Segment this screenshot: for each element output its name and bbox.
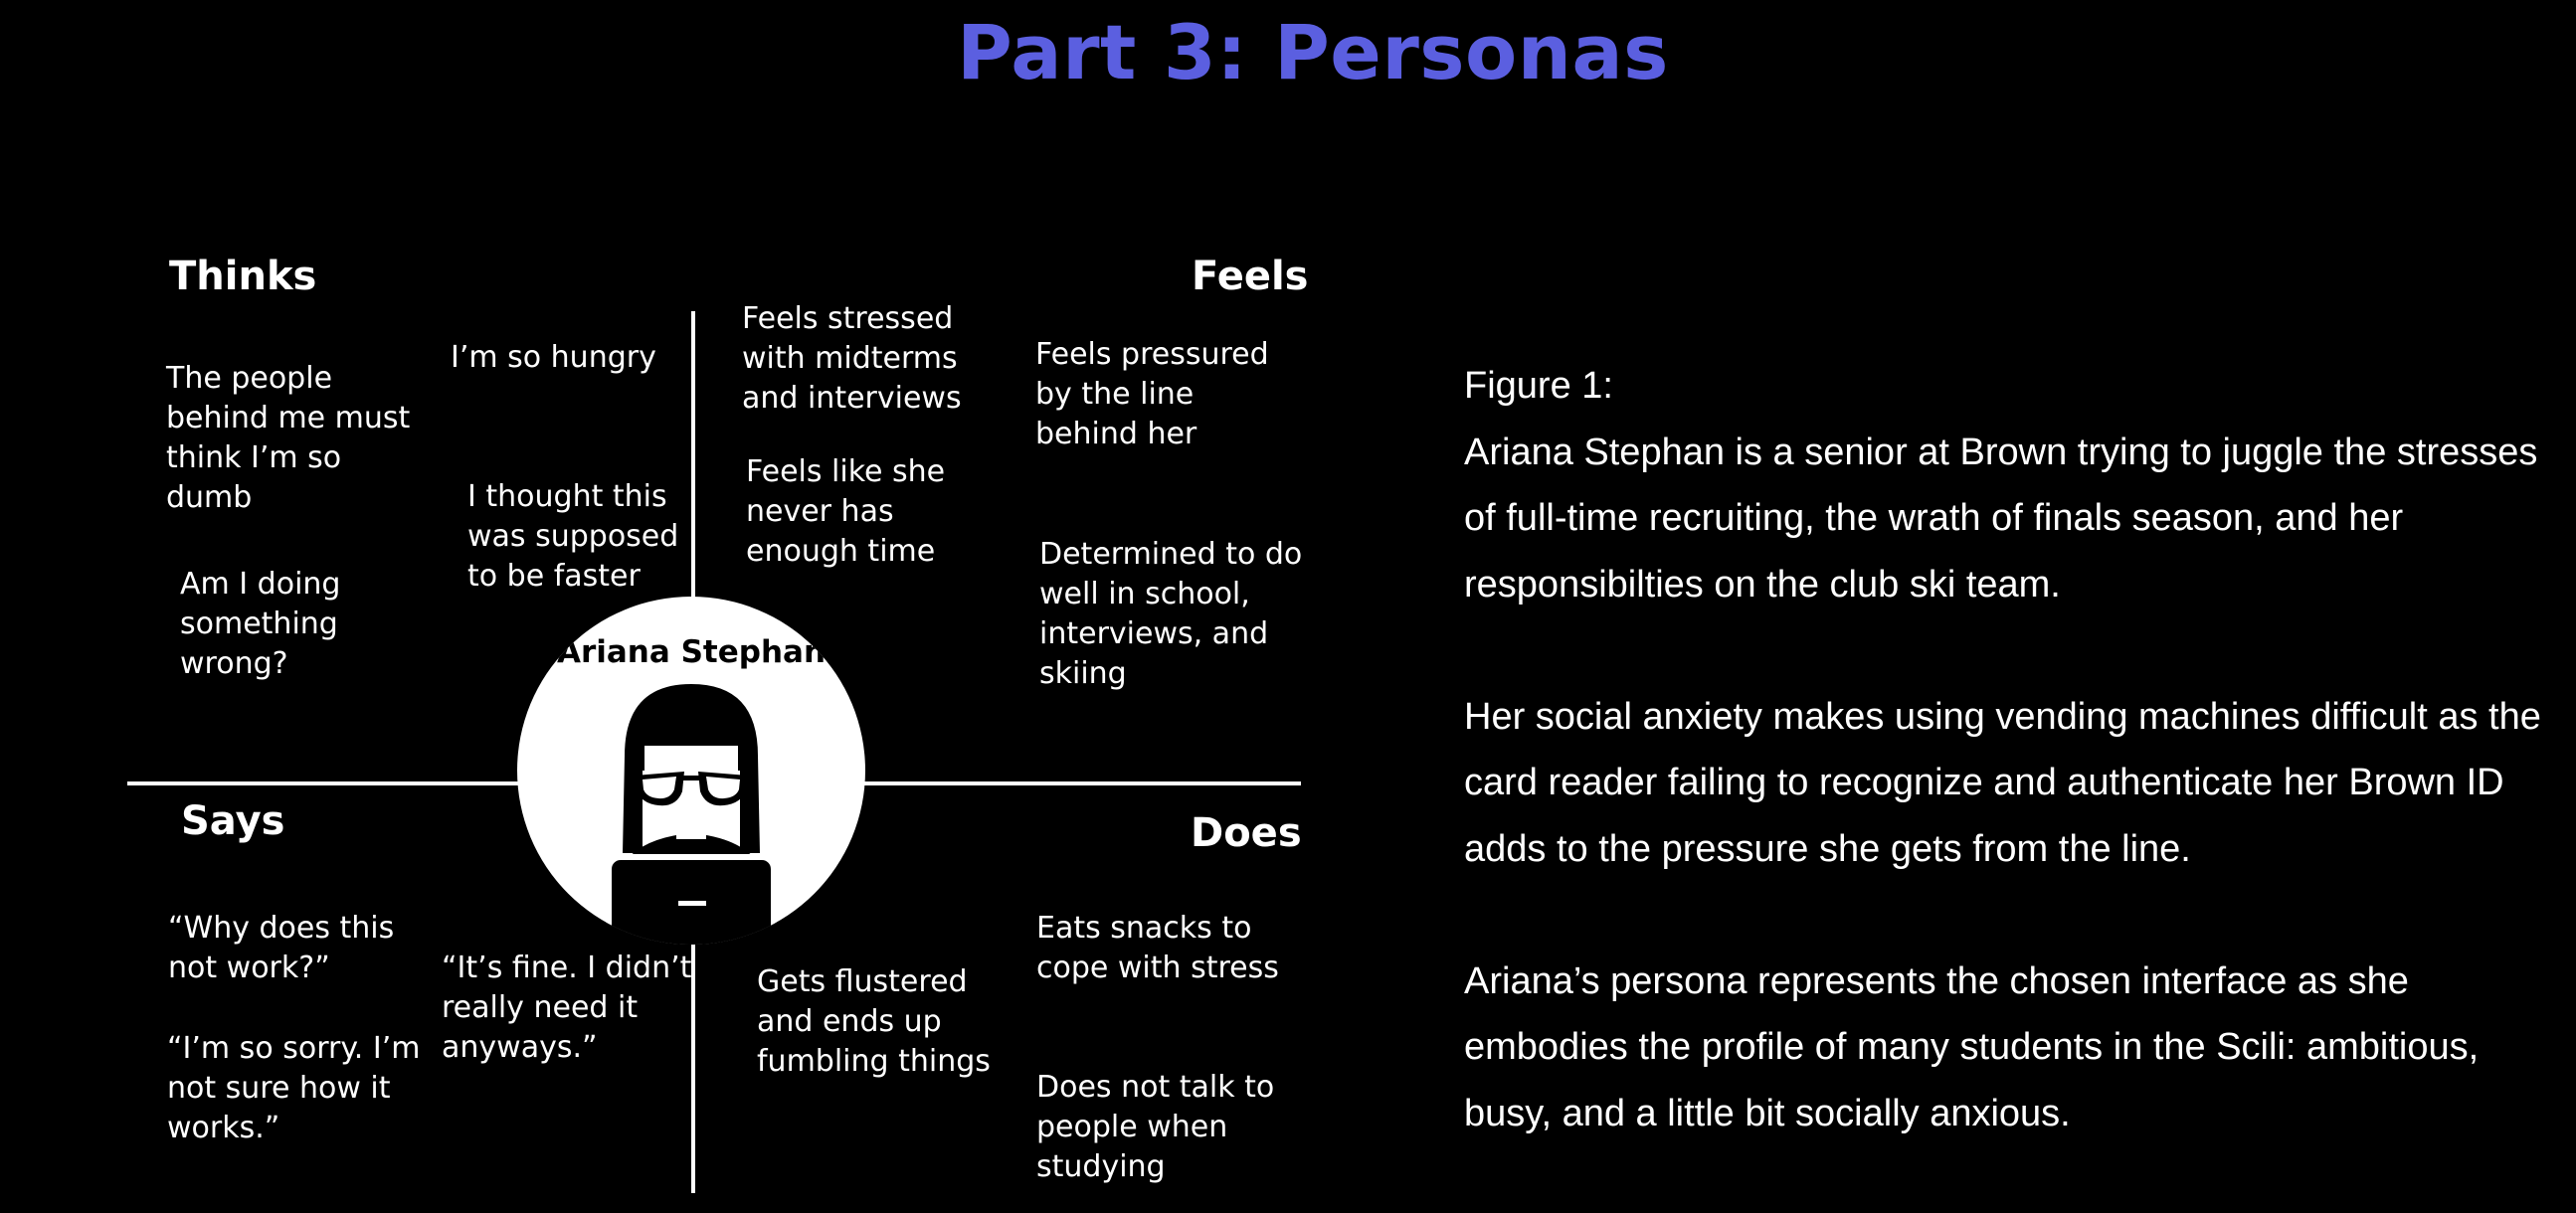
empathy-map: Thinks The people behind me must think I…	[127, 254, 1309, 1193]
figure-paragraph: Ariana Stephan is a senior at Brown tryi…	[1464, 431, 2538, 606]
figure-description: Figure 1: Ariana Stephan is a senior at …	[1464, 353, 2568, 1213]
figure-paragraph: Ariana’s persona represents the chosen i…	[1464, 959, 2480, 1134]
says-note: “It’s fine. I didn’t really need it anyw…	[442, 951, 692, 1065]
thinks-note: I thought this was supposed to be faster	[467, 479, 679, 594]
says-note: “Why does this not work?”	[168, 911, 395, 985]
says-note: “I’m so sorry. I’m not sure how it works…	[167, 1031, 421, 1145]
thinks-note: I’m so hungry	[451, 340, 656, 375]
feels-note: Determined to do well in school, intervi…	[1039, 537, 1303, 691]
figure-paragraph: Her social anxiety makes using vending m…	[1464, 695, 2541, 870]
thinks-title: Thinks	[169, 254, 317, 299]
feels-note: Feels pressured by the line behind her	[1035, 337, 1269, 451]
does-note: Eats snacks to cope with stress	[1036, 911, 1279, 985]
does-title: Does	[1191, 810, 1302, 856]
figure-caption: Figure 1:	[1464, 365, 1613, 407]
person-with-glasses-and-laptop-icon	[606, 684, 777, 945]
feels-title: Feels	[1192, 254, 1309, 299]
thinks-note: Am I doing something wrong?	[180, 567, 341, 681]
does-note: Gets flustered and ends up fumbling thin…	[757, 964, 991, 1079]
thinks-note: The people behind me must think I’m so d…	[166, 361, 411, 515]
says-title: Says	[181, 798, 285, 844]
persona-name: Ariana Stephan	[556, 634, 827, 670]
feels-note: Feels like she never has enough time	[746, 454, 946, 569]
feels-note: Feels stressed with midterms and intervi…	[742, 301, 962, 416]
page-title: Part 3: Personas	[957, 8, 1669, 96]
does-note: Does not talk to people when studying	[1036, 1070, 1275, 1184]
persona-circle: Ariana Stephan	[517, 597, 865, 945]
